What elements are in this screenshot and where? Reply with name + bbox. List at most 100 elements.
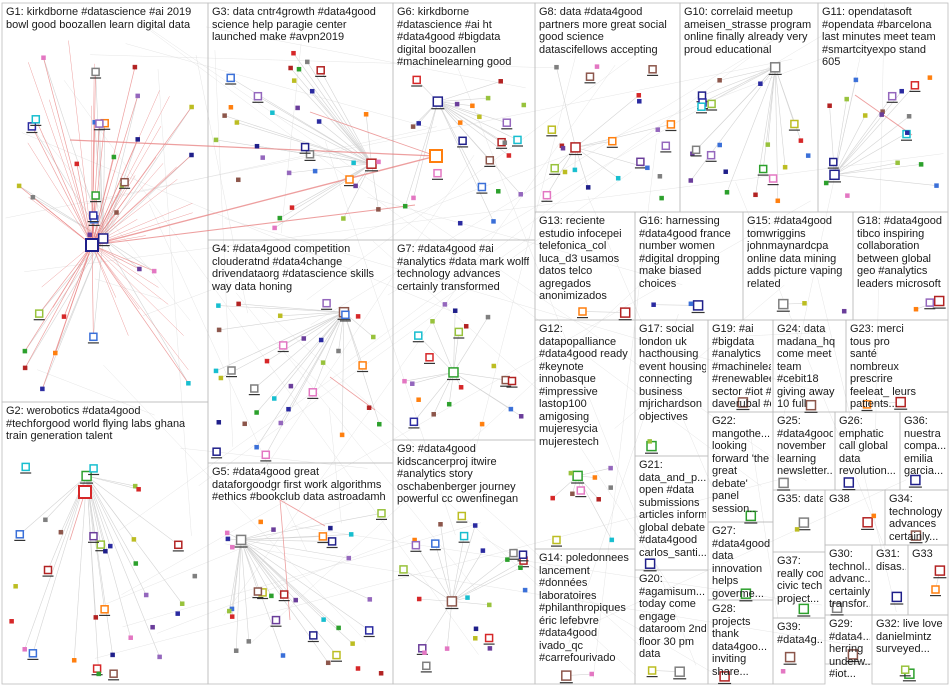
node [508, 406, 514, 412]
edge [577, 467, 611, 477]
node [706, 150, 716, 160]
node-label-mark [453, 337, 465, 339]
node-label-mark [646, 676, 658, 678]
node [518, 192, 523, 197]
edge [240, 539, 353, 644]
node [15, 530, 25, 539]
edge [306, 55, 635, 301]
edge [546, 147, 576, 196]
node [53, 350, 58, 356]
node [114, 210, 119, 215]
node [216, 420, 222, 425]
edge [279, 163, 372, 219]
node [570, 491, 575, 497]
edge [542, 389, 679, 599]
edge [41, 134, 191, 321]
node-label-mark [252, 101, 264, 103]
node [562, 169, 568, 175]
group-label-g21: G21: data_and_p... open #data submission… [639, 459, 706, 559]
node-label-mark [496, 147, 508, 149]
node-label-mark [846, 660, 860, 663]
hub-edge [49, 99, 93, 246]
node [578, 307, 587, 316]
group-label-g14: G14: poledonnees lancement #données labo… [539, 552, 629, 664]
node [552, 535, 561, 545]
node [717, 78, 722, 83]
node [547, 125, 557, 134]
node [900, 665, 910, 674]
edge [291, 525, 823, 606]
node [891, 591, 903, 603]
edge [86, 475, 160, 657]
node [286, 406, 291, 412]
node [291, 50, 296, 56]
node [862, 113, 868, 118]
node [135, 93, 140, 99]
edge [305, 146, 372, 164]
edge [86, 475, 100, 674]
group-label-g33: G33 [912, 548, 933, 560]
hub-edge [91, 244, 184, 336]
node [296, 66, 302, 72]
node [906, 114, 912, 119]
node [585, 185, 591, 190]
edge [413, 372, 454, 422]
node [96, 671, 101, 677]
hub-edge [91, 202, 193, 246]
node [96, 540, 106, 549]
edge [701, 67, 776, 96]
edge [149, 204, 307, 551]
group-label-g3: G3: data cntr4growth #data4good science … [212, 6, 376, 43]
node [225, 536, 231, 542]
node [227, 608, 232, 614]
edge [103, 238, 155, 272]
hub-edge [91, 166, 177, 246]
edge [834, 115, 866, 175]
node [228, 105, 234, 110]
node [448, 367, 459, 378]
edge [311, 90, 372, 164]
node [416, 596, 422, 602]
node-label-mark [517, 560, 529, 562]
node-label-mark [307, 640, 319, 643]
edge [403, 569, 453, 602]
node [336, 625, 341, 631]
node-label-mark [908, 486, 922, 488]
node [371, 334, 376, 340]
group-label-g35: G35: data [777, 493, 823, 505]
edge [240, 539, 324, 620]
edge [437, 101, 480, 118]
node [831, 602, 843, 614]
node [131, 537, 137, 542]
group-label-g1: G1: kirkdborne #datascience #ai 2019 bow… [6, 6, 192, 31]
edge [241, 534, 352, 541]
node [288, 383, 294, 389]
hub-edge [91, 244, 189, 370]
group-label-g36: G36: nuestra compa... emilia garcia... [904, 415, 946, 477]
node [13, 584, 18, 589]
node-label-mark [331, 660, 342, 662]
node [438, 522, 443, 527]
node-label-mark [339, 320, 351, 322]
hub-edge [55, 244, 93, 354]
node-label-mark [80, 482, 94, 484]
node [446, 596, 458, 607]
edge [224, 218, 822, 393]
node-label-mark [93, 129, 105, 131]
node-label-mark [933, 577, 947, 579]
node [550, 163, 559, 173]
group-label-g34: G34: technology advances certainly... [889, 493, 943, 543]
edge [834, 162, 898, 176]
edge [240, 539, 250, 642]
node [843, 477, 855, 488]
node-label-mark [30, 124, 42, 126]
edge [86, 475, 137, 564]
node-label-mark [411, 85, 423, 87]
node [719, 671, 730, 682]
node [132, 483, 138, 489]
edge [274, 163, 372, 229]
hub-edge [91, 95, 139, 246]
node [253, 91, 263, 101]
hub-edge [43, 57, 93, 246]
node-label-mark [501, 128, 513, 130]
